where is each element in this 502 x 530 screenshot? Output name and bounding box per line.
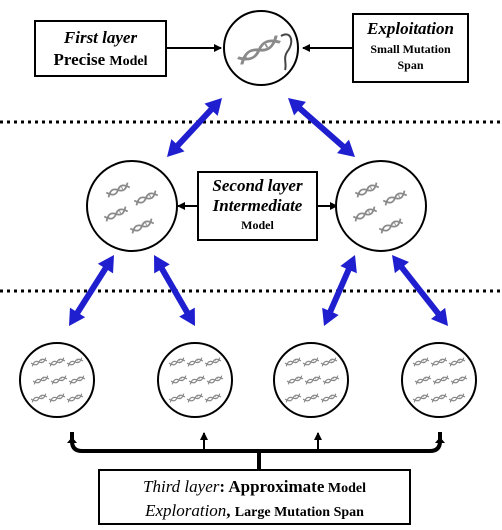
node-layer3-1 — [19, 342, 95, 418]
node-layer3-2 — [157, 342, 233, 418]
third-layer-bracket — [67, 432, 445, 470]
first-layer-title: First layer — [63, 28, 138, 47]
second-layer-model: Model — [241, 218, 274, 232]
third-layer-span: Large Mutation Span — [234, 505, 364, 520]
first-layer-box: First layer Precise Model — [34, 20, 167, 77]
first-layer-precise: Precise — [53, 50, 106, 69]
third-layer-colon: : — [219, 477, 229, 496]
third-layer-exploration: Exploration — [145, 501, 227, 520]
nodes-group — [19, 10, 477, 418]
exploitation-line2: Span — [397, 58, 424, 72]
first-layer-model-line: Precise Model — [36, 50, 165, 72]
blue-arrow-l2left-to-l3-2 — [154, 255, 195, 326]
blue-arrows-group — [69, 98, 448, 326]
node-layer2-right-circle — [335, 160, 427, 252]
blue-arrow-l2right-to-l3-4 — [392, 255, 448, 326]
dna-strand-tail — [280, 33, 293, 71]
blue-arrow-l2left-to-l3-1 — [69, 255, 114, 326]
node-layer3-3 — [273, 342, 349, 418]
blue-arrow-l1-to-l2-left — [167, 98, 222, 157]
exploitation-title: Exploitation — [367, 19, 454, 38]
third-layer-line1: Third layer: Approximate Model — [100, 477, 409, 499]
node-layer2-left — [86, 160, 178, 252]
first-layer-model: Model — [109, 54, 148, 69]
second-layer-box: Second layer Intermediate Model — [197, 171, 318, 241]
node-layer3-4 — [401, 342, 477, 418]
node-layer2-left-circle — [86, 160, 178, 252]
third-layer-approximate: Approximate — [228, 477, 325, 496]
third-layer-comma: , — [226, 501, 235, 520]
second-layer-title: Second layer — [212, 176, 303, 195]
third-layer-model: Model — [324, 481, 366, 496]
third-layer-box: Third layer: Approximate Model Explorati… — [98, 469, 411, 525]
third-layer-line2: Exploration, Large Mutation Span — [100, 501, 409, 523]
exploitation-line1: Small Mutation — [370, 42, 451, 56]
node-layer2-right — [335, 160, 427, 252]
blue-arrow-l2right-to-l3-3 — [322, 255, 357, 326]
third-layer-title: Third layer — [143, 477, 220, 496]
node-layer1 — [223, 10, 299, 86]
blue-arrow-l1-to-l2-right — [288, 98, 355, 157]
exploitation-box: Exploitation Small Mutation Span — [352, 13, 469, 83]
second-layer-subtitle: Intermediate — [212, 196, 303, 215]
